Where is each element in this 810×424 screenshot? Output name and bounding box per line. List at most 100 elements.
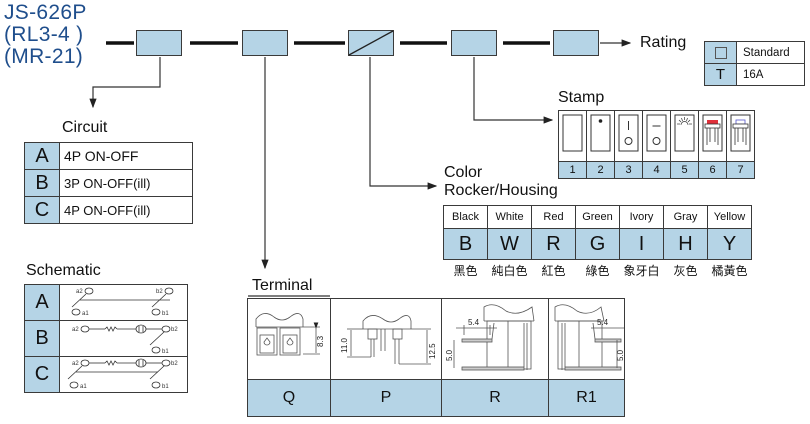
code-box-circuit [136, 30, 182, 56]
dim-label: 5.4 [597, 318, 609, 327]
empty-square-icon [714, 47, 727, 60]
stamp-images-row [558, 110, 755, 162]
dot-rocker-icon [590, 114, 611, 152]
stamp-number: 2 [586, 161, 615, 179]
dim-label: 12.5 [428, 343, 437, 359]
schematic-key: C [24, 356, 60, 393]
model-line-1: JS-626P [4, 1, 87, 24]
terminal-title: Terminal [252, 277, 313, 294]
resistor-icon [104, 360, 118, 366]
rating-key: T [704, 63, 737, 86]
label-b2: b2 [156, 289, 163, 295]
switch-blade-a [67, 365, 83, 380]
color-names-row: Black White Red Green Ivory Gray Yellow [443, 205, 752, 229]
contact-a2 [84, 287, 94, 295]
contact-a1 [69, 381, 79, 389]
schematic-row: C a2 b2 a1 b1 [24, 356, 188, 393]
stamp-cell-3 [614, 110, 643, 162]
schematic-diagram-c: a2 b2 a1 b1 [59, 356, 188, 393]
color-cn-label: 灰色 [673, 264, 698, 278]
color-name: Green [575, 205, 620, 229]
blank-rocker-icon [562, 114, 583, 152]
stamp-cell-4 [642, 110, 671, 162]
switch-blade-b [151, 293, 167, 308]
dim-label: 5.0 [445, 349, 454, 361]
color-cn-label: 綠色 [585, 264, 610, 278]
color-name: Red [531, 205, 576, 229]
stamp-cell-1 [558, 110, 587, 162]
terminal-table: 8.3 11.0 12.5 [247, 298, 625, 417]
color-code: H [663, 228, 708, 260]
circuit-title: Circuit [62, 119, 108, 136]
circuit-label: 3P ON-OFF(ill) [59, 169, 193, 197]
label-a2: a2 [76, 289, 83, 295]
stamp-number: 6 [698, 161, 727, 179]
rating-row: T 16A [704, 63, 805, 86]
circuit-table: A 4P ON-OFF B 3P ON-OFF(ill) C 4P ON-OFF… [24, 142, 193, 224]
terminal-images-row: 8.3 11.0 12.5 [247, 298, 625, 380]
schematic-diagram-a: a2 b2 a1 b1 [59, 284, 188, 321]
color-name: Yellow [707, 205, 752, 229]
contact-b1 [151, 346, 161, 354]
code-box-color [348, 29, 394, 56]
label-b2: b2 [171, 361, 178, 367]
stamp-table: 1 2 3 4 5 6 7 [558, 110, 755, 179]
schematic-table: A a2 b2 a1 b1 B a2 [24, 284, 188, 393]
terminal-cell-r: 5.4 5.0 [441, 298, 549, 380]
terminal-r1-drawing: 5.4 5.0 [554, 304, 625, 371]
schematic-row: A a2 b2 a1 b1 [24, 284, 188, 321]
rating-value: Standard [736, 41, 805, 64]
stamp-cell-7 [726, 110, 755, 162]
color-cn-label: 橘黃色 [711, 264, 748, 278]
arrow-to-circuit [89, 57, 161, 109]
rating-key-cell [704, 41, 737, 64]
stamp-number: 1 [558, 161, 587, 179]
code-box-stamp [451, 30, 497, 56]
contact-b2 [161, 359, 171, 367]
lamp-icon [135, 358, 147, 368]
stamp-title: Stamp [558, 89, 605, 106]
schematic-key: A [24, 284, 60, 321]
color-code: I [619, 228, 664, 260]
color-name: Black [443, 205, 488, 229]
color-code: R [531, 228, 576, 260]
color-name: Ivory [619, 205, 664, 229]
color-cn-label: 黑色 [453, 264, 478, 278]
code-box-terminal [242, 30, 288, 56]
color-code: Y [707, 228, 752, 260]
red-lamp-switch-icon [702, 114, 723, 152]
i-o-rocker-icon [618, 114, 639, 152]
model-line-2: (RL3-4 ) [4, 23, 84, 46]
terminal-code: P [330, 379, 442, 417]
schematic-row: B a2 b2 b1 [24, 320, 188, 357]
label-a2: a2 [72, 361, 79, 367]
model-name: JS-626P (RL3-4 ) (MR-21) [4, 2, 87, 68]
label-a1: a1 [80, 384, 87, 390]
circuit-row: A 4P ON-OFF [24, 142, 193, 170]
stamp-number: 3 [614, 161, 643, 179]
color-title-line-2: Rocker/Housing [444, 182, 558, 199]
terminal-cell-p: 11.0 12.5 [330, 298, 442, 380]
lamp-rocker-icon [674, 114, 695, 152]
stamp-cell-6 [698, 110, 727, 162]
circuit-key: A [24, 142, 60, 170]
schematic-key: B [24, 320, 60, 357]
label-b2: b2 [171, 327, 178, 333]
color-name: White [487, 205, 532, 229]
arrow-to-stamp [473, 57, 554, 124]
dim-label: 8.3 [316, 335, 325, 347]
circuit-row: C 4P ON-OFF(ill) [24, 196, 193, 224]
terminal-cell-r1: 5.4 5.0 [548, 298, 625, 380]
circuit-key: C [24, 196, 60, 224]
color-code: G [575, 228, 620, 260]
stamp-cell-2 [586, 110, 615, 162]
terminal-code: R1 [548, 379, 625, 417]
stamp-cell-5 [670, 110, 699, 162]
model-line-3: (MR-21) [4, 45, 84, 68]
label-b1: b1 [162, 349, 169, 355]
color-cn-label: 紅色 [541, 264, 566, 278]
dim-label: 5.0 [616, 349, 624, 361]
terminal-codes-row: Q P R R1 [247, 379, 625, 417]
color-codes-row: B W R G I H Y [443, 228, 752, 260]
